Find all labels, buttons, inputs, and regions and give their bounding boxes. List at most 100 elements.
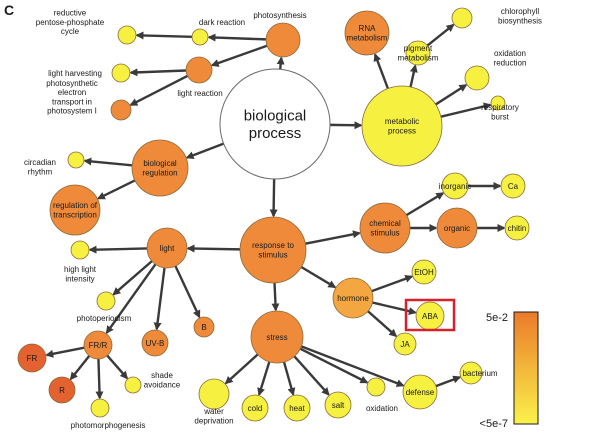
node-label-line: metabolism — [398, 53, 439, 62]
node-label-line: cold — [248, 404, 263, 413]
node-label-organic: organic — [444, 224, 470, 233]
node-label-line: bacterium — [462, 369, 497, 378]
node-label-uv-b: UV-B — [146, 339, 165, 348]
node-label-bacterium: bacterium — [462, 369, 497, 378]
node-label-r: R — [59, 386, 65, 395]
node-label-fr: FR — [27, 354, 38, 363]
legend-gradient-bar — [513, 311, 539, 425]
node-label-line: rhythm — [28, 167, 53, 176]
node-circle-b — [193, 316, 215, 338]
node-circle-regulation-of-transcription — [49, 184, 101, 236]
node-label-inorganic: inorganic — [439, 182, 471, 191]
node-circle-cold — [241, 394, 269, 422]
node-circle-chlorophyll-biosynthesis — [451, 7, 473, 29]
node-circle-biological-regulation — [131, 139, 189, 197]
node-aba: ABA — [415, 301, 445, 331]
node-circle-photosynthesis — [265, 22, 301, 58]
node-circle-chitin — [504, 215, 530, 241]
node-label-line: respiratory — [481, 103, 519, 112]
node-circle-defense — [402, 374, 438, 410]
node-circle-etoh — [411, 259, 437, 285]
node-light-reaction: light reaction — [177, 56, 223, 98]
node-label-photomorphogenesis: photomorphogenesis — [71, 421, 146, 430]
node-circle-rna-metabolism — [344, 10, 390, 56]
node-label-line: stimulus — [258, 250, 287, 259]
node-circle-light — [146, 227, 188, 269]
node-circle-respiratory-burst — [490, 95, 506, 111]
node-photomorphogenesis: photomorphogenesis — [71, 398, 146, 430]
node-label-line: cycle — [61, 27, 80, 36]
node-label-line: JA — [400, 340, 410, 349]
node-circle-photosynthetic-electron — [110, 99, 132, 121]
node-light-harvesting: light harvesting — [48, 63, 131, 83]
node-label-line: EtOH — [414, 268, 434, 277]
edge-fr-r-to-r — [69, 355, 91, 381]
node-label-line: deprivation — [194, 416, 233, 425]
node-bacterium: bacterium — [459, 361, 498, 385]
node-label-line: hormone — [337, 294, 369, 303]
node-circle-salt — [324, 391, 352, 419]
node-circle-ja — [393, 332, 417, 356]
node-circle-oxidation — [366, 377, 386, 397]
edge-stress-to-defense — [300, 345, 405, 387]
node-r: R — [48, 376, 76, 404]
node-label-line: electron — [58, 88, 86, 97]
node-label-line: photosynthesis — [253, 11, 306, 20]
node-label-fr-r: FR/R — [89, 341, 108, 350]
node-stress: stress — [250, 310, 304, 364]
node-label-etoh: EtOH — [414, 268, 434, 277]
legend-min-label: <5e-7 — [480, 418, 508, 430]
node-label-defense: defense — [406, 388, 435, 397]
node-heat: heat — [283, 394, 311, 422]
node-circle-hormone — [332, 277, 374, 319]
node-label-line: heat — [289, 404, 305, 413]
node-label-aba: ABA — [422, 312, 439, 321]
node-b: B — [193, 316, 215, 338]
node-etoh: EtOH — [411, 259, 437, 285]
node-label-line: biological — [143, 159, 177, 168]
node-circle-heat — [283, 394, 311, 422]
node-circle-uv-b — [141, 329, 169, 357]
node-label-line: metabolism — [347, 33, 388, 42]
node-circle-chemical-stimulus — [359, 202, 411, 254]
node-label-line: defense — [406, 388, 435, 397]
node-fr: FR — [17, 343, 47, 373]
node-label-line: dark reaction — [199, 18, 245, 27]
node-defense: defense — [402, 374, 438, 410]
edge-stress-to-salt — [293, 355, 330, 396]
edge-biological-regulation-to-regulation-of-transcription — [96, 179, 136, 200]
edge-biological-process-to-biological-regulation — [185, 142, 225, 160]
edge-stress-to-water-deprivation — [224, 353, 259, 385]
node-label-line: process — [249, 125, 302, 142]
panel-label: C — [4, 2, 14, 18]
node-label-line: light — [160, 244, 175, 253]
node-label-line: oxidation — [494, 49, 526, 58]
edge-stress-to-cold — [257, 361, 271, 397]
edge-light-to-b — [174, 265, 201, 319]
node-hormone: hormone — [332, 277, 374, 319]
edge-light-to-high-light-intensity — [88, 245, 148, 254]
node-label-line: RNA — [359, 24, 377, 33]
edge-stress-to-oxidation — [299, 347, 369, 384]
node-label-light-harvesting: light harvesting — [48, 69, 102, 78]
node-label-line: process — [388, 126, 416, 135]
node-label-chitin: chitin — [508, 224, 527, 233]
edge-hormone-to-aba — [372, 301, 417, 316]
node-label-line: light reaction — [177, 89, 222, 98]
node-cold: cold — [241, 394, 269, 422]
node-label-photosynthesis: photosynthesis — [253, 11, 306, 20]
